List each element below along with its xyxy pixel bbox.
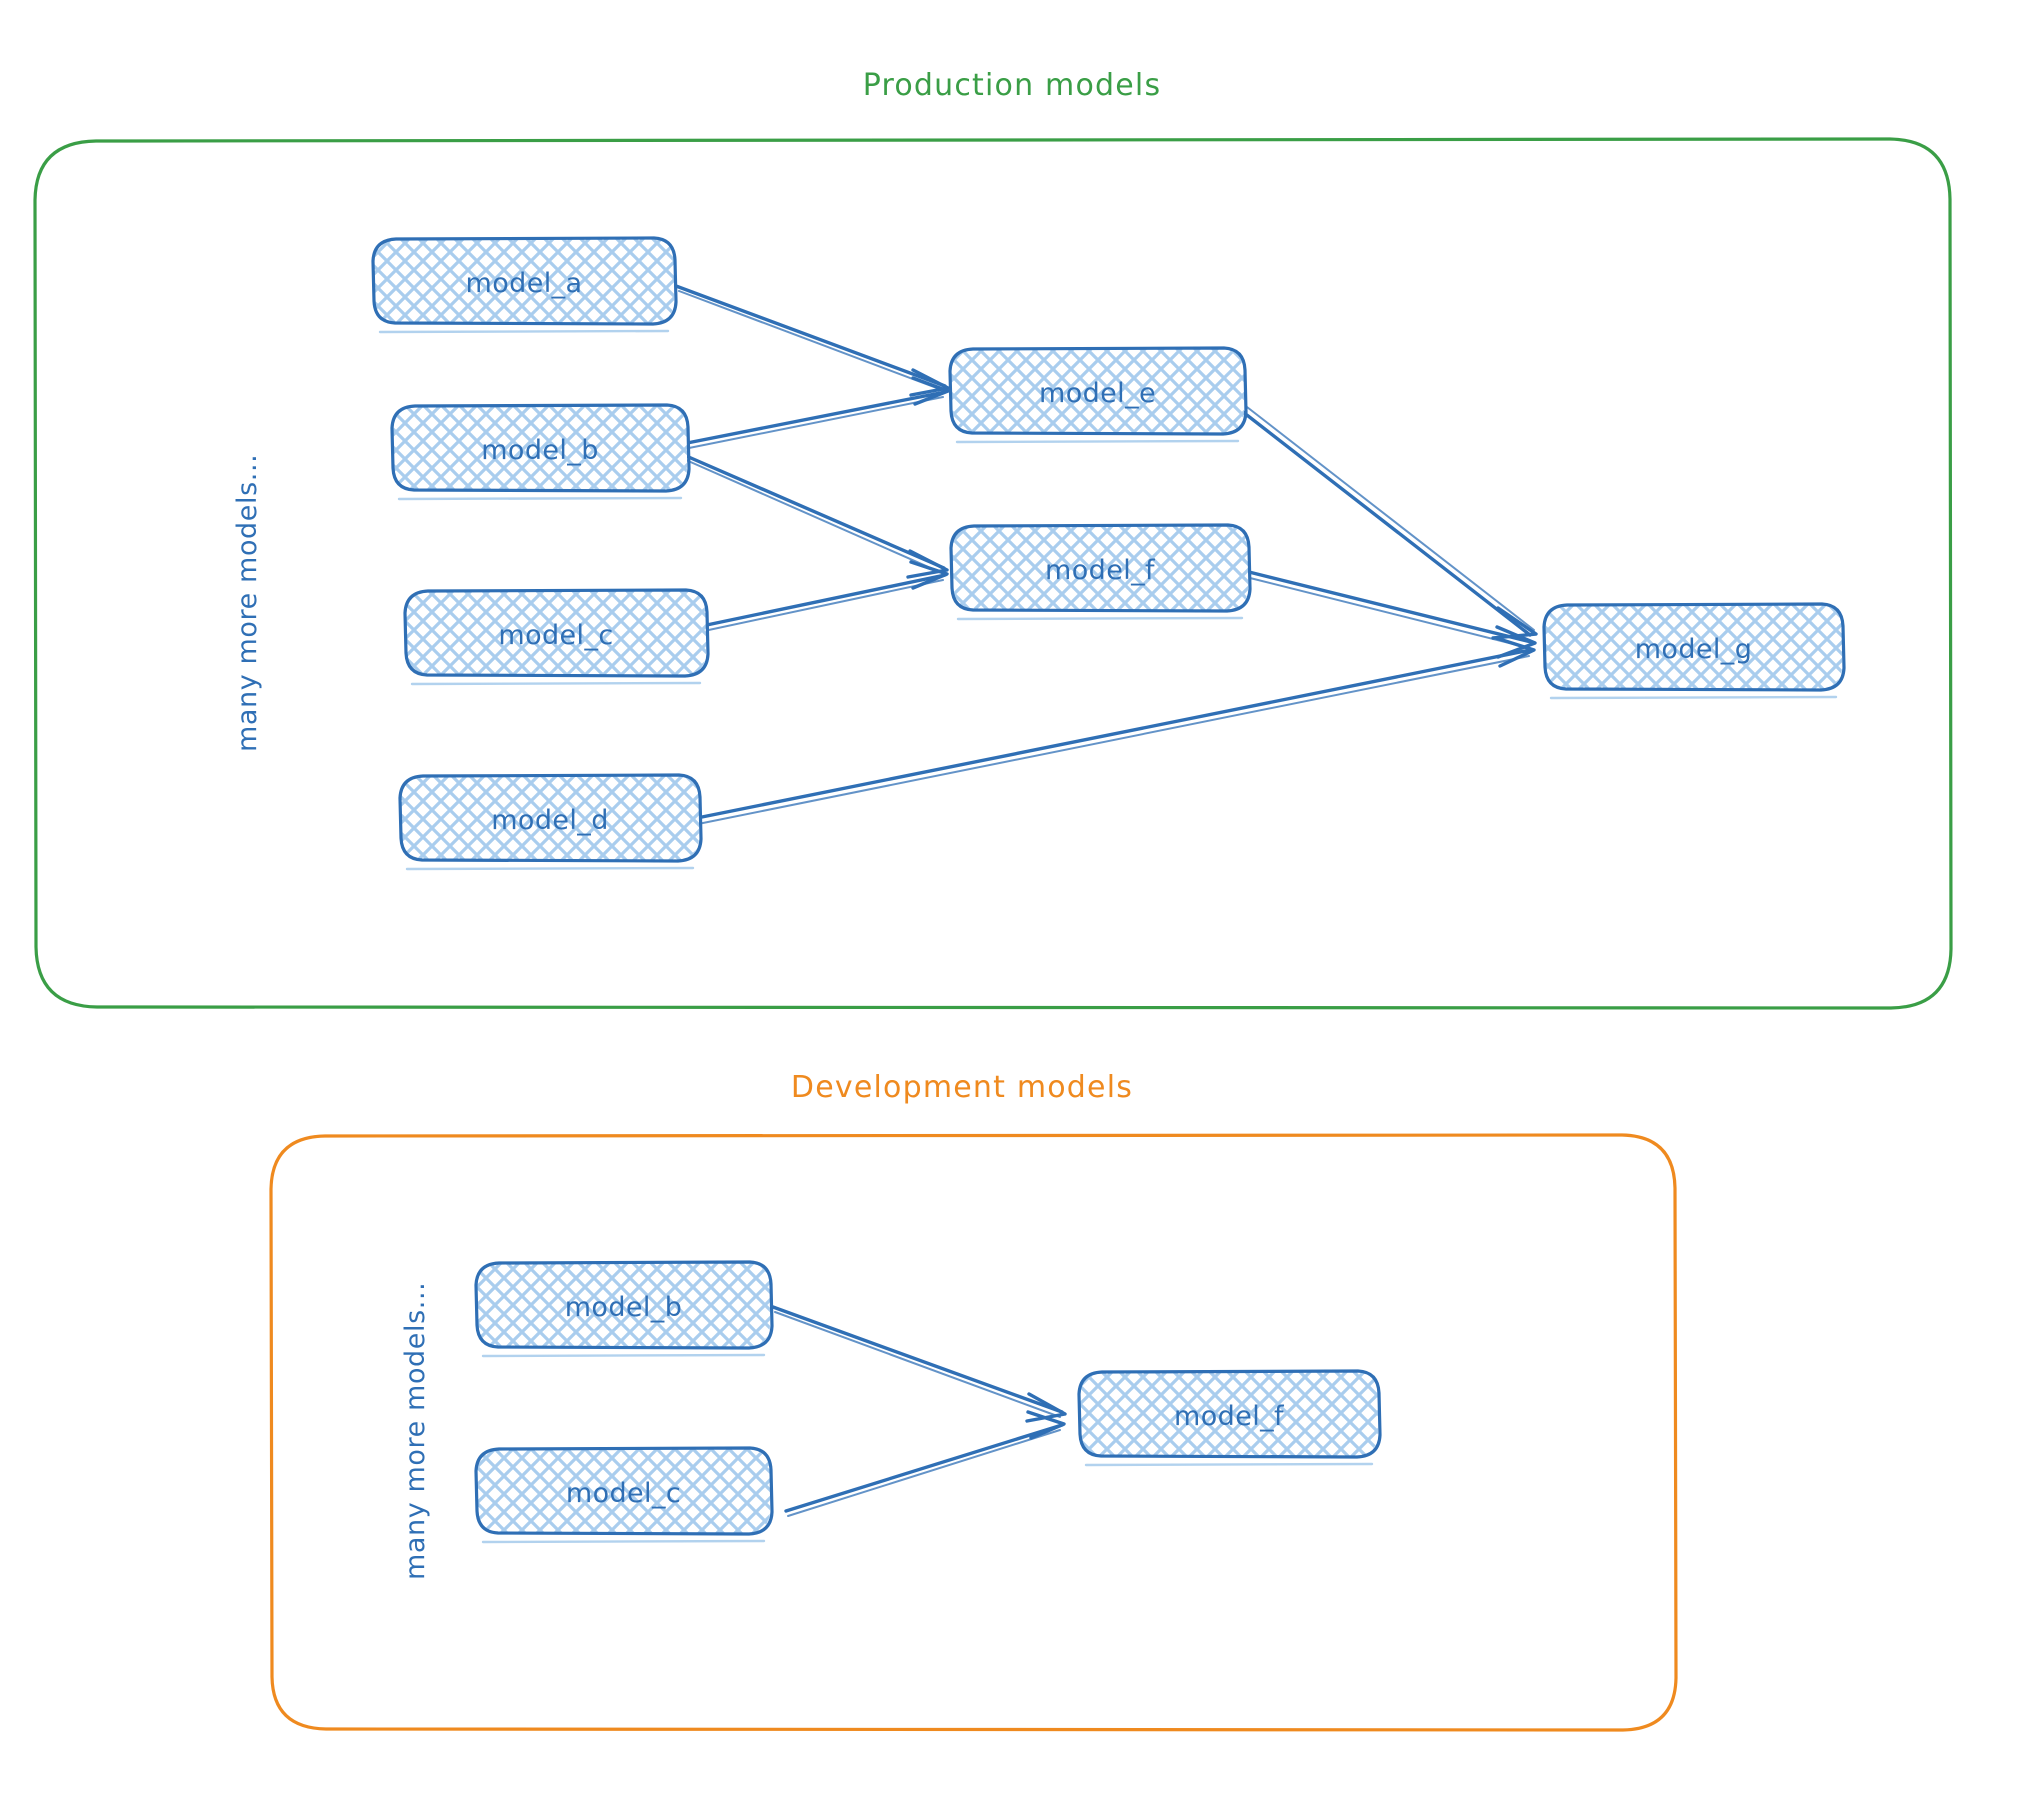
production-group-title: Production models <box>862 68 1162 103</box>
development-group-title: Development models <box>790 1070 1134 1105</box>
edge-model-b-to-model-f <box>682 453 949 579</box>
node-label-prod-model-g[interactable]: model_g <box>1634 634 1753 665</box>
edge-model-c-to-model-f <box>700 560 949 632</box>
edge-dev-model-c-to-model-f <box>784 1410 1066 1517</box>
edge-dev-model-b-to-model-f <box>771 1305 1067 1423</box>
node-label-dev-model-f[interactable]: model_f <box>1174 1401 1284 1432</box>
node-label-prod-model-b[interactable]: model_b <box>481 435 599 466</box>
development-many-more-models-label: many more models... <box>400 1281 431 1580</box>
edge-model-f-to-model-g <box>1247 570 1537 659</box>
node-label-dev-model-b[interactable]: model_b <box>564 1292 683 1323</box>
edge-model-d-to-model-g <box>695 636 1536 825</box>
node-label-prod-model-d[interactable]: model_d <box>491 805 609 836</box>
production-many-more-models-label: many more models... <box>232 453 263 752</box>
node-label-prod-model-a[interactable]: model_a <box>465 268 583 299</box>
edge-model-e-to-model-g <box>1241 406 1538 640</box>
node-label-prod-model-e[interactable]: model_e <box>1039 378 1156 409</box>
edge-model-b-to-model-e <box>680 376 950 450</box>
development-group-border <box>269 1133 1678 1732</box>
node-shapes <box>371 236 1846 1544</box>
edge-model-a-to-model-e <box>674 284 950 397</box>
node-label-prod-model-f[interactable]: model_f <box>1045 555 1155 586</box>
node-label-dev-model-c[interactable]: model_c <box>565 1478 682 1509</box>
node-label-prod-model-c[interactable]: model_c <box>498 620 614 651</box>
